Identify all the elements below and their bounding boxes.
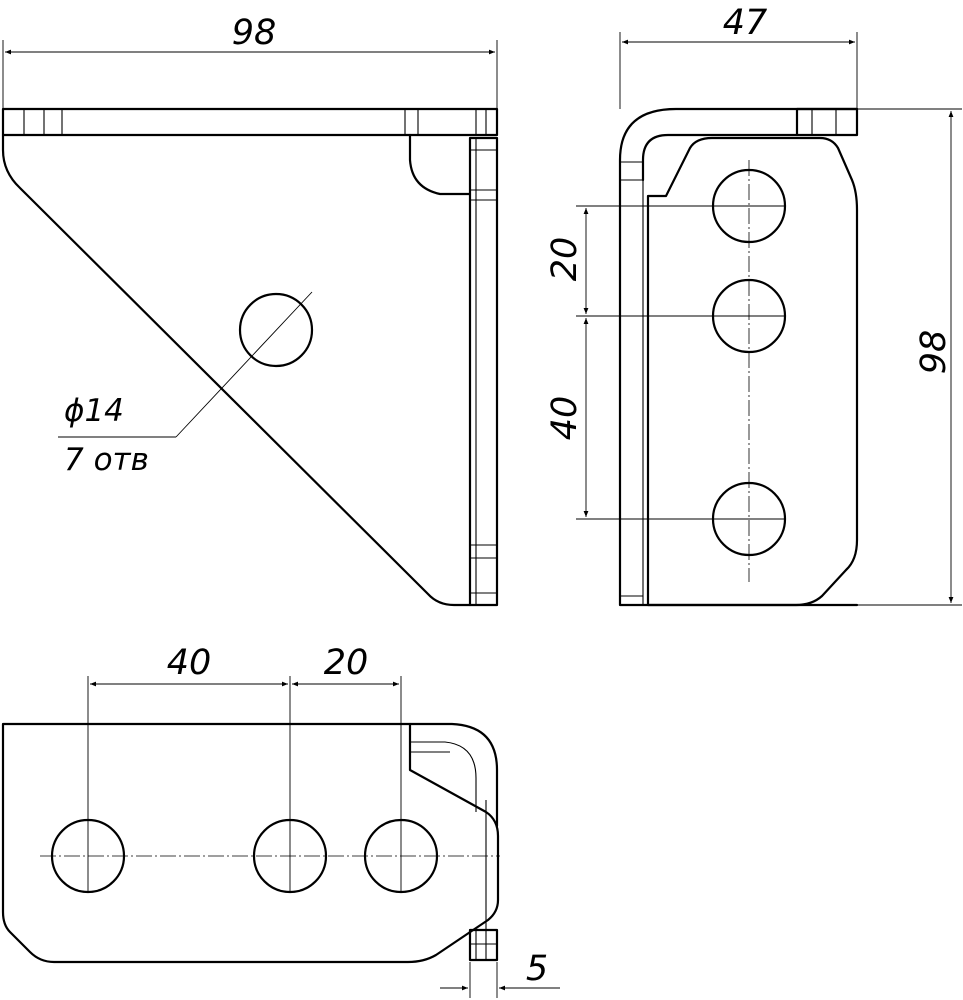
hole-diameter-label: ϕ14 — [64, 393, 124, 429]
top-bent-lip — [408, 722, 499, 828]
dim-top-pitch-20: 20 — [324, 643, 369, 683]
dim-thickness: 5 — [526, 949, 548, 989]
top-flange-edge — [468, 928, 499, 962]
dim-side-width: 47 — [723, 3, 768, 43]
side-inner-bend — [641, 133, 799, 182]
front-bend-relief — [408, 133, 472, 196]
top-view: 40 20 5 — [1, 643, 560, 998]
dim-side-pitch-20: 20 — [545, 237, 585, 282]
hole-leader-line — [175, 291, 313, 438]
front-gusset-plate — [1, 133, 472, 607]
dim-top-pitch-40: 40 — [167, 643, 212, 683]
hole-count-label: 7 отв — [64, 442, 149, 478]
front-top-flange — [1, 107, 499, 137]
dim-side-height: 98 — [914, 330, 954, 375]
front-vertical-flange — [468, 136, 499, 607]
top-plate-outline — [1, 722, 500, 964]
side-outer-profile — [618, 107, 859, 607]
dim-side-pitch-40: 40 — [545, 396, 585, 441]
dim-front-width: 98 — [232, 13, 277, 53]
front-view: ϕ14 7 отв 98 — [1, 13, 499, 607]
side-web-plate — [646, 136, 859, 607]
side-view: 20 40 47 98 — [545, 3, 962, 607]
side-top-tab — [795, 107, 859, 137]
